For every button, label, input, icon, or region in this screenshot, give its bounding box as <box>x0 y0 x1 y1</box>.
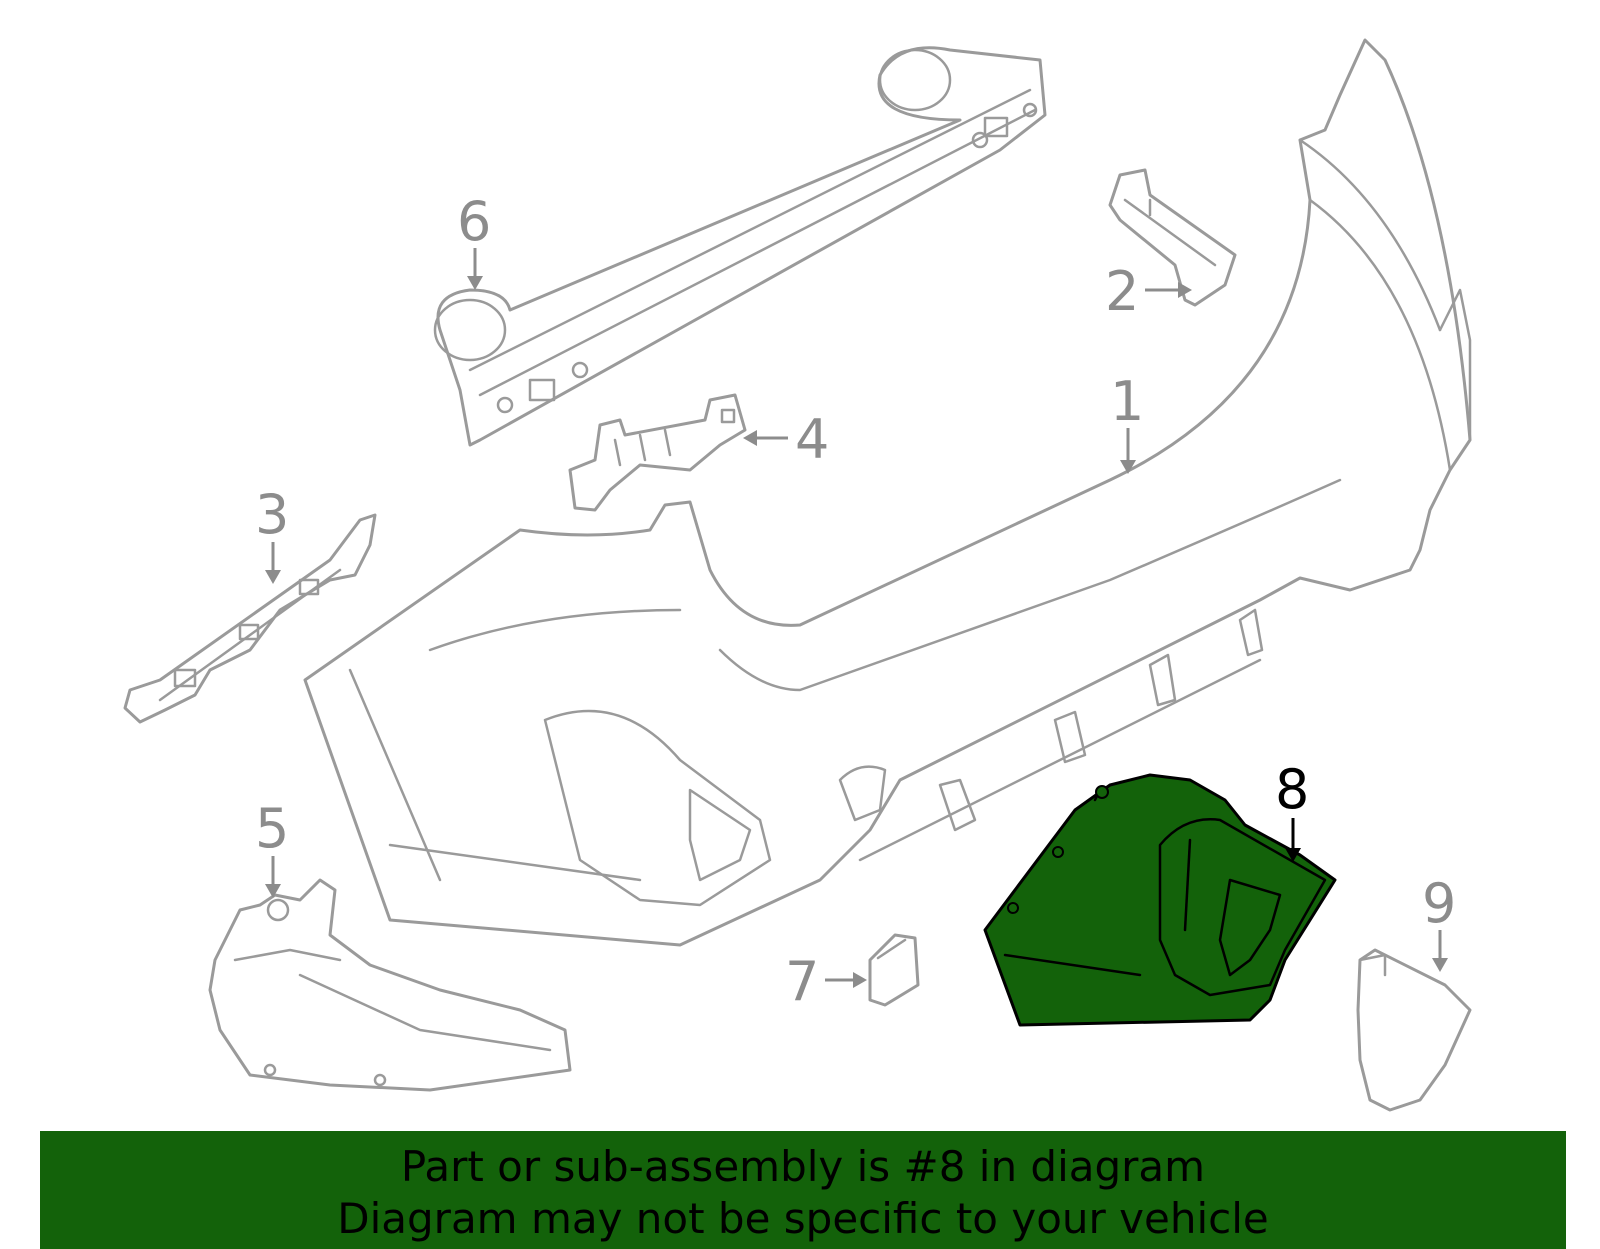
callout-label-3: 3 <box>255 483 289 546</box>
callout-label-1: 1 <box>1110 370 1144 433</box>
callout-label-6: 6 <box>457 190 491 253</box>
part-7-small-cap[interactable] <box>868 933 920 1007</box>
banner-line-1: Part or sub-assembly is #8 in diagram <box>400 1142 1206 1191</box>
part-9-side-cap[interactable] <box>1356 948 1472 1112</box>
callout-label-4: 4 <box>795 408 829 471</box>
part-3-long-bracket[interactable] <box>123 513 377 724</box>
banner-line-2: Diagram may not be specific to your vehi… <box>337 1194 1269 1243</box>
part-2-side-bracket[interactable] <box>1108 168 1237 307</box>
callout-arrows <box>265 248 1448 988</box>
info-banner: Part or sub-assembly is #8 in diagram Di… <box>40 1131 1566 1249</box>
callout-labels: 1 2 3 4 5 6 7 8 9 <box>255 190 1456 1013</box>
callout-label-8: 8 <box>1275 758 1309 821</box>
part-4-mounting-bracket[interactable] <box>568 393 747 512</box>
callout-label-9: 9 <box>1422 872 1456 935</box>
part-8-highlighted-housing[interactable] <box>983 773 1337 1027</box>
callout-label-2: 2 <box>1105 260 1139 323</box>
part-1-bumper-cover[interactable] <box>303 38 1472 947</box>
part-5-lower-bracket[interactable] <box>208 878 572 1092</box>
part-6-reinforcement-beam[interactable] <box>433 46 1047 447</box>
callout-label-5: 5 <box>255 797 289 860</box>
callout-label-7: 7 <box>785 950 819 1013</box>
